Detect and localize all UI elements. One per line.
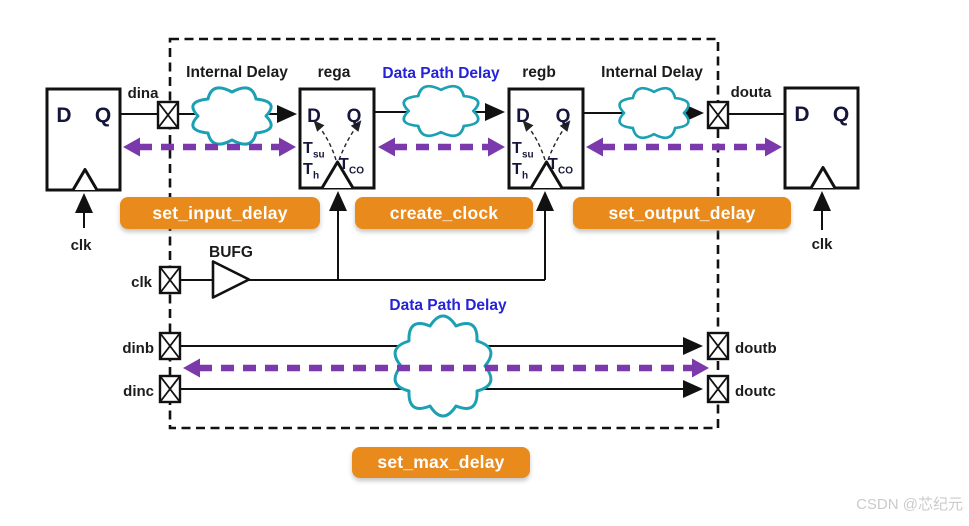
tco-sub: CO xyxy=(349,166,364,177)
arrowhead-icon xyxy=(279,137,296,157)
ff-d-label: D xyxy=(56,104,71,127)
data-path-delay-top-label: Data Path Delay xyxy=(382,65,500,82)
tco-label: T xyxy=(548,156,558,173)
rega-label: rega xyxy=(318,64,351,81)
dina-label: dina xyxy=(128,85,159,102)
reg-q-label: Q xyxy=(347,106,362,127)
clk-right-label: clk xyxy=(812,236,834,253)
flipflop-left: D Q xyxy=(45,87,122,192)
douta-label: douta xyxy=(731,84,772,101)
arrowhead-icon xyxy=(765,137,782,157)
ff-d-label: D xyxy=(794,103,809,126)
io-pad-doutb xyxy=(706,331,730,361)
cloud-internal-delay-right xyxy=(618,86,690,140)
watermark: CSDN @芯纪元 xyxy=(856,496,963,513)
ff-q-label: Q xyxy=(833,103,849,126)
tsu-label: T xyxy=(512,140,522,157)
set-output-delay-pill: set_output_delay xyxy=(573,197,791,229)
cloud-internal-delay-left xyxy=(191,86,273,146)
tco-sub: CO xyxy=(558,166,573,177)
tsu-label: T xyxy=(303,140,313,157)
clk-bottom-label: clk xyxy=(131,274,153,291)
clk-to-d-arrow xyxy=(313,120,337,161)
regb-label: regb xyxy=(522,64,556,81)
io-pad-dinc xyxy=(158,374,182,404)
register-rega: D Q T su T h T CO xyxy=(298,87,376,190)
clk-left-label: clk xyxy=(71,237,93,254)
reg-q-label: Q xyxy=(556,106,571,127)
create-clock-pill: create_clock xyxy=(355,197,533,229)
arrowhead-icon xyxy=(586,137,603,157)
chip-boundary xyxy=(168,37,720,430)
dinb-label: dinb xyxy=(122,340,154,357)
doutc-label: doutc xyxy=(735,383,776,400)
tco-label: T xyxy=(339,156,349,173)
th-label: T xyxy=(512,161,522,178)
arrowhead-icon xyxy=(378,137,395,157)
reg-d-label: D xyxy=(307,106,321,127)
clk-to-q-arrow xyxy=(338,120,362,161)
th-sub: h xyxy=(313,171,319,182)
set-max-delay-pill: set_max_delay xyxy=(352,447,530,478)
tsu-sub: su xyxy=(522,150,534,161)
doutb-label: doutb xyxy=(735,340,777,357)
clk-to-d-arrow xyxy=(522,120,546,161)
arrowhead-icon xyxy=(692,358,709,378)
set-input-delay-pill: set_input_delay xyxy=(120,197,320,229)
io-pad-dinb xyxy=(158,331,182,361)
arrowhead-icon xyxy=(488,137,505,157)
cloud-data-path-top xyxy=(402,84,480,138)
flipflop-right: D Q xyxy=(783,86,860,190)
dinc-label: dinc xyxy=(123,383,154,400)
io-pad-clk xyxy=(158,265,182,295)
constraint-arrows xyxy=(123,137,782,378)
bufg-label: BUFG xyxy=(209,244,253,261)
th-sub: h xyxy=(522,171,528,182)
register-regb: D Q T su T h T CO xyxy=(507,87,585,190)
bufg-buffer-icon xyxy=(211,260,251,299)
io-pad-douta xyxy=(706,100,730,130)
arrowhead-icon xyxy=(123,137,140,157)
reg-d-label: D xyxy=(516,106,530,127)
arrowhead-icon xyxy=(183,358,200,378)
data-path-delay-bottom-label: Data Path Delay xyxy=(389,297,507,314)
clk-to-q-arrow xyxy=(547,120,571,161)
tsu-sub: su xyxy=(313,150,325,161)
th-label: T xyxy=(303,161,313,178)
ff-q-label: Q xyxy=(95,104,111,127)
internal-delay-right-label: Internal Delay xyxy=(601,64,703,81)
internal-delay-left-label: Internal Delay xyxy=(186,64,288,81)
io-pad-doutc xyxy=(706,374,730,404)
io-pad-dina xyxy=(156,100,180,130)
